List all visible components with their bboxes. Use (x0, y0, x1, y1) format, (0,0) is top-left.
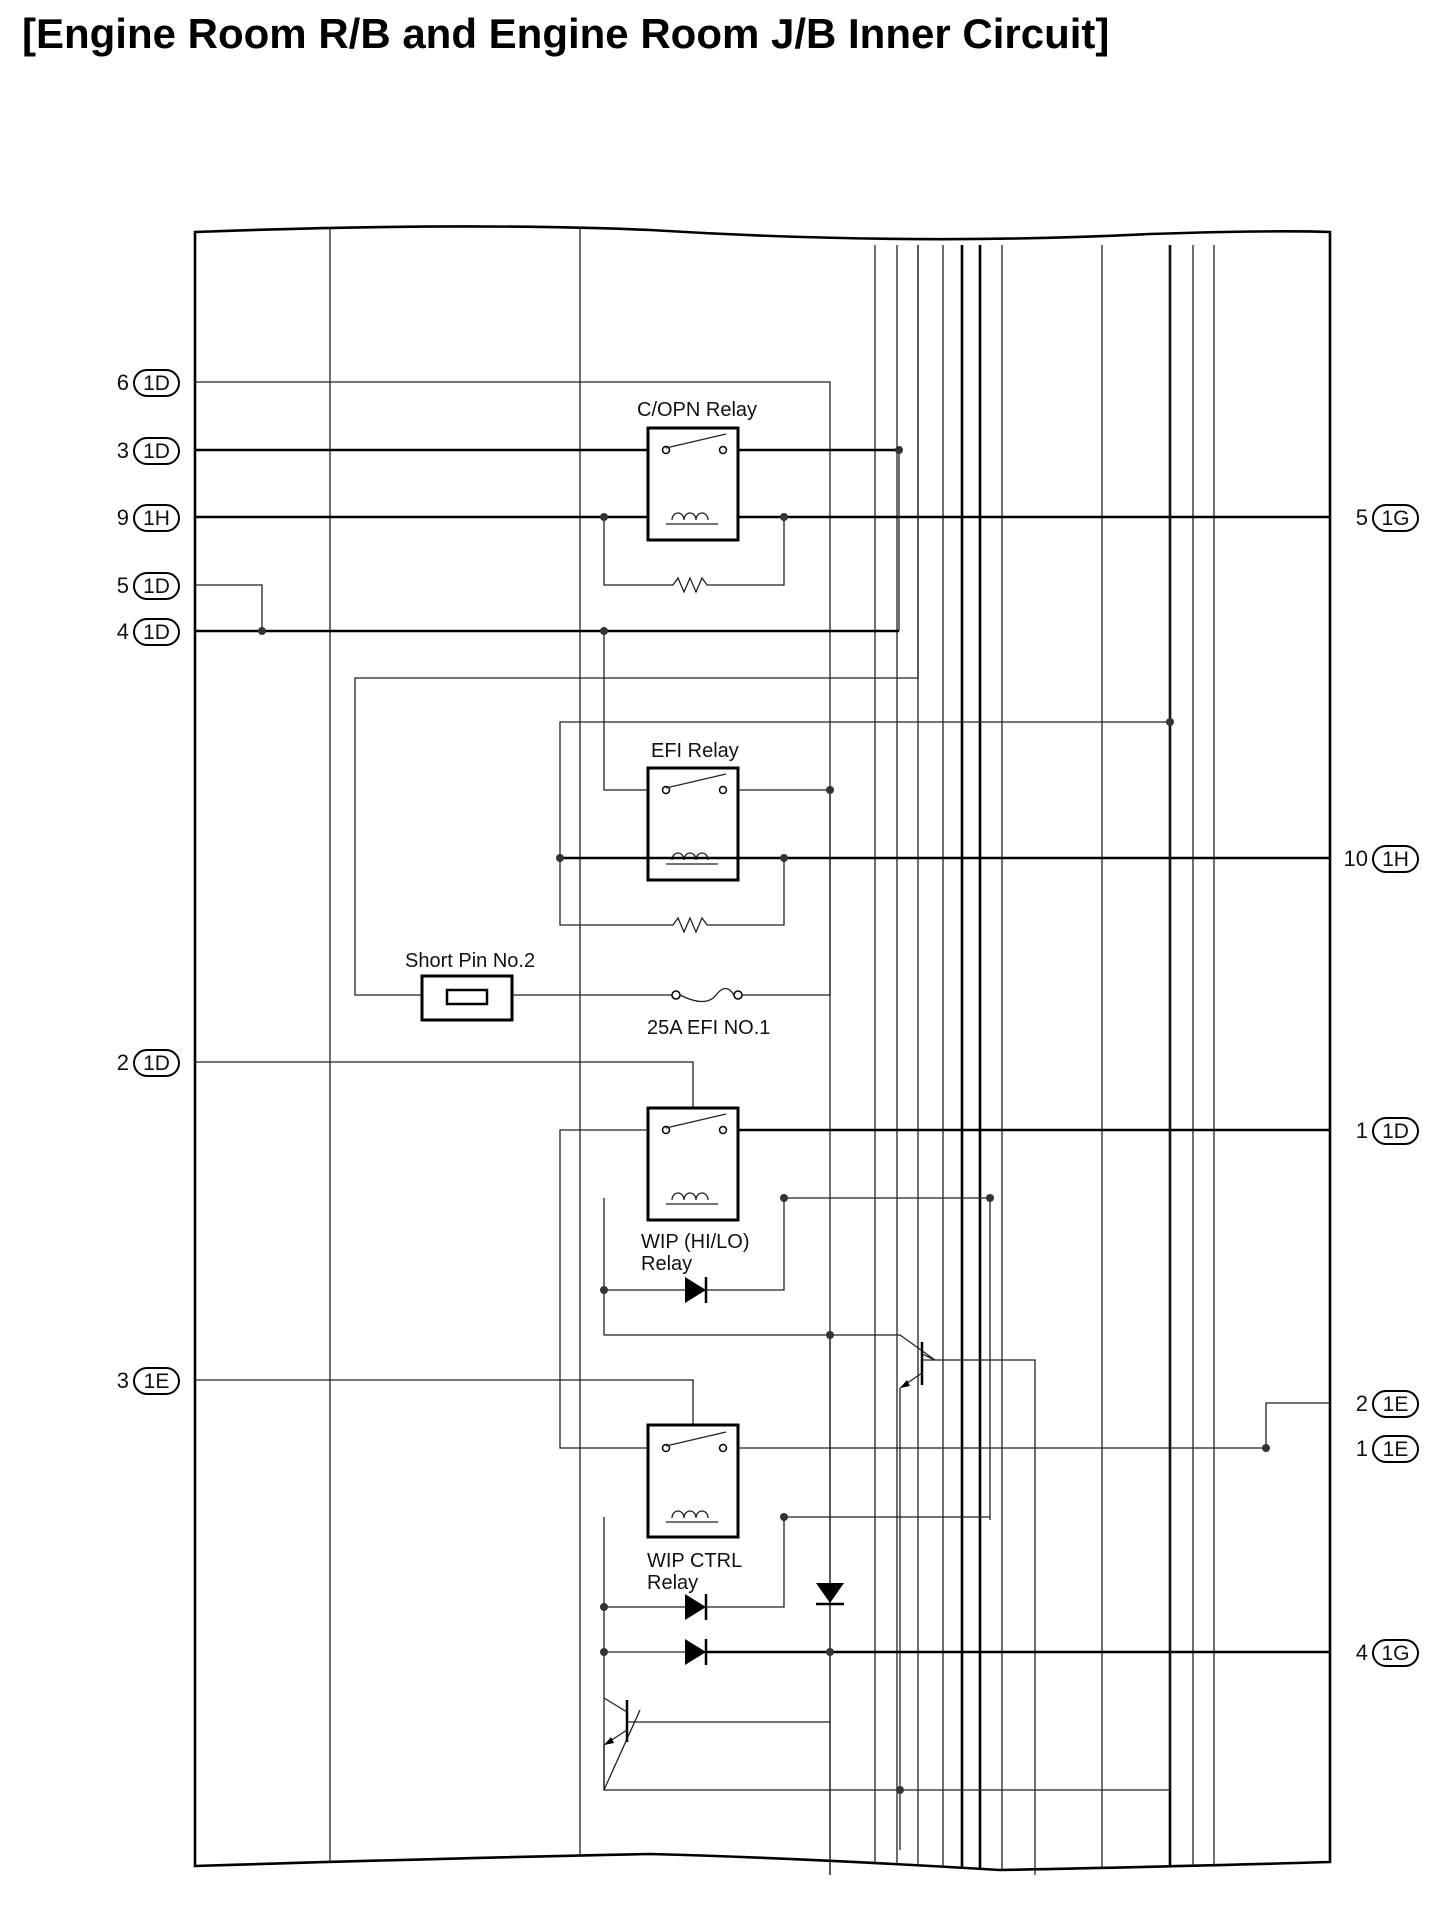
vertical-bus-lines (329, 226, 1215, 1870)
left-terminal-pin: 4 (117, 619, 129, 644)
efi-relay-label: EFI Relay (651, 740, 739, 762)
efi-relay (559, 631, 1330, 934)
wip-hilo-relay-label-2: Relay (641, 1253, 692, 1275)
left-terminal-connector: 1D (143, 372, 170, 395)
short-pin-fuse-loop (354, 245, 919, 1022)
wip-ctrl-relay-label: WIP CTRL (647, 1550, 742, 1572)
right-terminal-pin: 1 (1356, 1118, 1368, 1143)
left-terminal-pin: 5 (117, 573, 129, 598)
left-terminal-connector: 1D (143, 621, 170, 644)
right-terminal-pin: 5 (1356, 505, 1368, 530)
right-terminals: 5 1G 10 1H 1 1D 2 1E 1 1E 4 1G (1344, 504, 1419, 1667)
junction-dots (258, 446, 1270, 1794)
right-terminal-pin: 10 (1344, 846, 1368, 871)
wip-ctrl-relay (603, 1402, 1330, 1791)
right-terminal-connector: 1H (1382, 848, 1409, 871)
right-terminal-connector: 1E (1383, 1393, 1409, 1416)
efi-fuse-label: 25A EFI NO.1 (647, 1017, 770, 1039)
right-terminal-connector: 1G (1381, 507, 1409, 530)
transistor-2 (603, 245, 1171, 1791)
wip-hilo-relay (559, 1106, 1330, 1520)
left-terminal-pin: 3 (117, 438, 129, 463)
wip-ctrl-relay-label-2: Relay (647, 1572, 698, 1594)
left-terminal-connector: 1D (143, 440, 170, 463)
left-terminal-connector: 1H (143, 507, 170, 530)
right-terminal-pin: 1 (1356, 1436, 1368, 1461)
copn-relay (603, 426, 785, 594)
left-terminal-wires (195, 381, 1330, 1875)
panel-outline (193, 225, 1332, 1872)
right-terminal-pin: 2 (1356, 1391, 1368, 1416)
left-terminal-connector: 1E (144, 1370, 170, 1393)
left-terminal-connector: 1D (143, 575, 170, 598)
wip-hilo-relay-label: WIP (HI/LO) (641, 1231, 750, 1253)
right-terminal-connector: 1G (1381, 1642, 1409, 1665)
left-terminal-connector: 1D (143, 1052, 170, 1075)
copn-relay-label: C/OPN Relay (637, 399, 757, 421)
left-terminal-pin: 2 (117, 1050, 129, 1075)
right-terminal-connector: 1D (1382, 1120, 1409, 1143)
left-terminal-pin: 6 (117, 370, 129, 395)
short-pin-label: Short Pin No.2 (405, 950, 535, 972)
page-title: [Engine Room R/B and Engine Room J/B Inn… (22, 10, 1110, 57)
left-terminals: 6 1D 3 1D 9 1H 5 1D 4 1D 2 1D 3 1E (117, 369, 180, 1395)
transistor-1 (829, 1335, 1036, 1875)
right-terminal-connector: 1E (1383, 1438, 1409, 1461)
right-terminal-pin: 4 (1356, 1640, 1368, 1665)
left-terminal-pin: 3 (117, 1368, 129, 1393)
left-terminal-pin: 9 (117, 505, 129, 530)
